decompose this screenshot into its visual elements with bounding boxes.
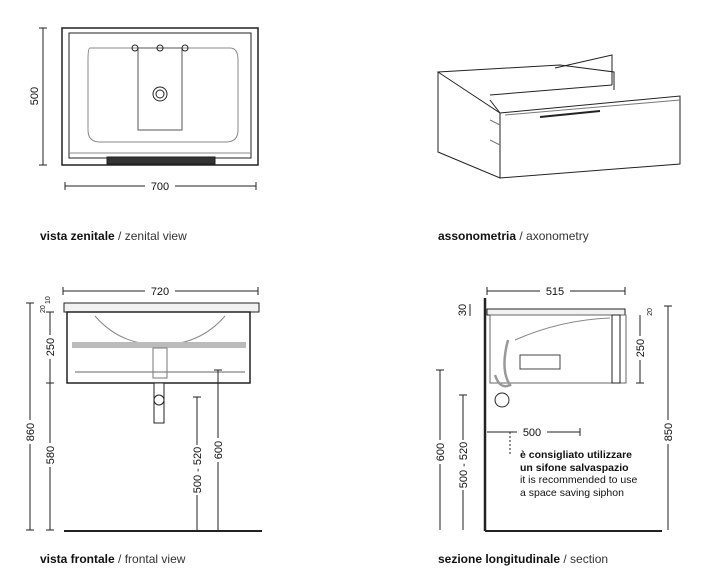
dim-section-top: 30 [457, 304, 469, 316]
dim-section-depth: 515 [546, 286, 564, 298]
caption-section-subtitle: section [570, 552, 609, 566]
dim-frontal-top-a: 20 [40, 305, 47, 313]
caption-zenital-title: vista zenitale [40, 229, 115, 243]
dim-section-supply: 600 [435, 443, 447, 461]
caption-section: sezione longitudinale / section [438, 552, 608, 566]
dim-frontal-width: 720 [151, 286, 169, 298]
caption-axonometry-subtitle: axonometry [526, 229, 589, 243]
separator: / [516, 229, 527, 243]
caption-axonometry-title: assonometria [438, 229, 517, 243]
dim-section-drain: 500 - 520 [458, 442, 470, 488]
dim-frontal-drain: 500 - 520 [192, 447, 204, 493]
caption-section-title: sezione longitudinale [438, 552, 561, 566]
dim-section-wall: 500 [523, 427, 541, 439]
dim-section-top-right: 20 [647, 308, 654, 316]
frontal-view-drawing [26, 287, 262, 532]
dim-zenital-width: 700 [151, 181, 169, 193]
note-line3: it is recommended to use [520, 474, 638, 486]
dim-section-total: 850 [663, 423, 675, 441]
caption-frontal: vista frontale / frontal view [40, 552, 185, 566]
separator: / [114, 552, 125, 566]
caption-zenital-subtitle: zenital view [124, 229, 187, 243]
note-line4: a space saving siphon [520, 486, 624, 499]
caption-zenital: vista zenitale / zenital view [40, 229, 187, 243]
dim-frontal-height: 250 [45, 338, 57, 356]
siphon-note: è consigliato utilizzare un sifone salva… [520, 449, 637, 499]
dim-frontal-floor: 580 [45, 446, 57, 464]
dim-frontal-top-b: 10 [45, 296, 52, 304]
dim-frontal-total: 860 [25, 423, 37, 441]
note-line2: un sifone salvaspazio [520, 461, 629, 474]
dim-section-height: 250 [635, 339, 647, 357]
dim-zenital-depth: 500 [29, 87, 41, 105]
zenital-view-drawing [39, 27, 259, 190]
caption-frontal-title: vista frontale [40, 552, 115, 566]
separator: / [560, 552, 571, 566]
caption-frontal-subtitle: frontal view [124, 552, 186, 566]
axonometry-drawing [437, 54, 681, 179]
caption-axonometry: assonometria / axonometry [438, 229, 589, 243]
separator: / [114, 229, 125, 243]
dim-frontal-supply: 600 [213, 441, 225, 459]
note-line1: è consigliato utilizzare [520, 449, 633, 461]
